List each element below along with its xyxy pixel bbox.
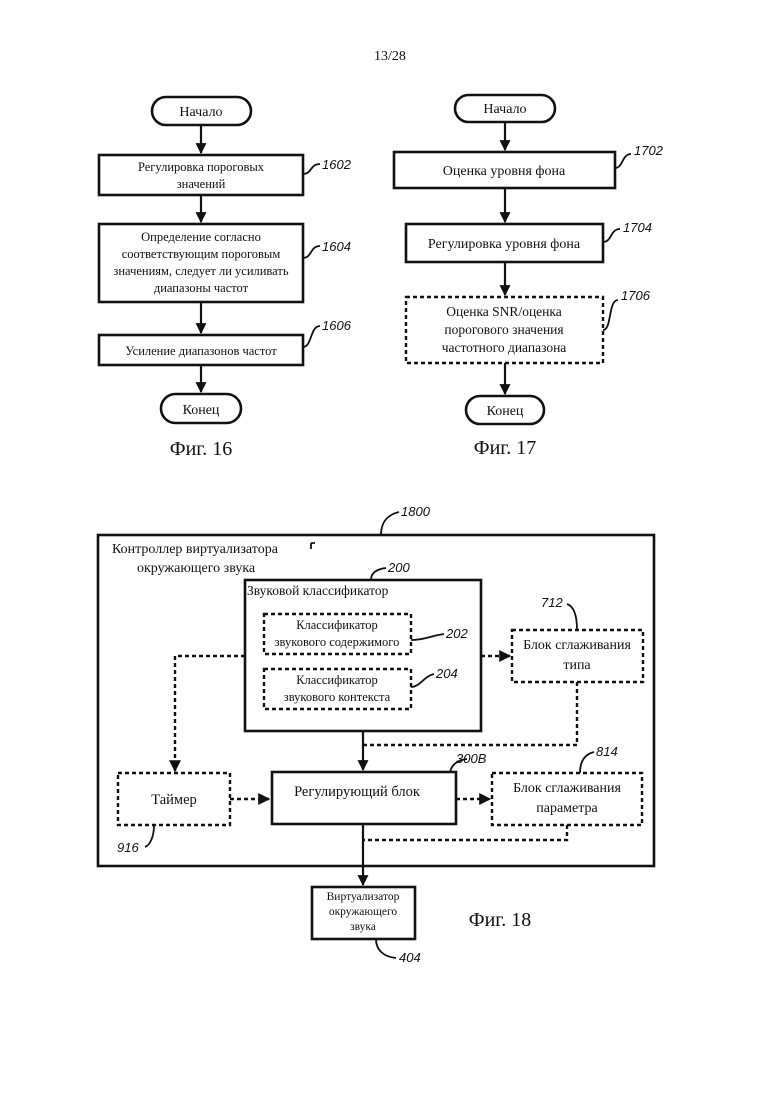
fig16-flowchart: Начало Регулировка пороговых значений 16… bbox=[99, 97, 352, 460]
fig17-start-label: Начало bbox=[483, 102, 526, 117]
fig17-step-1702-line-1: Оценка уровня фона bbox=[443, 164, 566, 179]
fig17-ref-1702-leader bbox=[615, 154, 631, 168]
fig17-step-1706-line-3: частотного диапазона bbox=[442, 340, 567, 355]
fig18-ref-300b: 300B bbox=[456, 751, 487, 766]
fig18-block-diagram: Контроллер виртуализатора окружающего зв… bbox=[98, 504, 654, 965]
page-number: 13/28 bbox=[374, 49, 406, 64]
fig18-ref-1800-leader bbox=[381, 512, 399, 535]
fig18-content-classifier-line-2: звукового содержимого bbox=[275, 635, 400, 649]
fig18-ref-712: 712 bbox=[541, 595, 563, 610]
fig18-param-smoothing-line-2: параметра bbox=[536, 801, 598, 816]
fig18-ref-404-leader bbox=[376, 939, 396, 958]
fig18-ref-200: 200 bbox=[387, 560, 410, 575]
fig18-context-classifier-line-1: Классификатор bbox=[296, 673, 378, 687]
fig16-ref-1606-leader bbox=[303, 326, 320, 347]
fig16-start-label: Начало bbox=[179, 105, 222, 120]
fig16-ref-1602-leader bbox=[303, 164, 320, 174]
fig18-virtualizer-line-3: звука bbox=[350, 921, 376, 933]
fig16-step-1602-line-1: Регулировка пороговых bbox=[138, 160, 265, 174]
fig16-step-1602-line-2: значений bbox=[177, 177, 226, 191]
fig17-caption: Фиг. 17 bbox=[474, 437, 536, 459]
fig18-controller-line-1: Контроллер виртуализатора bbox=[112, 542, 279, 557]
fig17-step-1704-line-1: Регулировка уровня фона bbox=[428, 237, 581, 252]
fig17-ref-1706-leader bbox=[603, 300, 618, 330]
fig17-ref-1704: 1704 bbox=[623, 220, 652, 235]
fig17-step-1706-line-1: Оценка SNR/оценка bbox=[446, 304, 561, 319]
fig16-step-1604-line-4: диапазоны частот bbox=[154, 281, 249, 295]
fig18-type-smoothing-line-1: Блок сглаживания bbox=[523, 638, 631, 653]
fig16-ref-1602: 1602 bbox=[322, 157, 352, 172]
fig16-ref-1604-leader bbox=[303, 246, 320, 258]
fig17-end-label: Конец bbox=[487, 404, 524, 419]
fig17-ref-1704-leader bbox=[603, 229, 620, 242]
fig18-ref-1800: 1800 bbox=[401, 504, 431, 519]
fig16-ref-1604: 1604 bbox=[322, 239, 351, 254]
fig17-flowchart: Начало Оценка уровня фона 1702 Регулиров… bbox=[394, 95, 664, 459]
fig17-step-1706-line-2: порогового значения bbox=[444, 322, 563, 337]
fig18-context-classifier-line-2: звукового контекста bbox=[284, 690, 391, 704]
fig16-step-1604-line-2: соответствующим пороговым bbox=[122, 247, 281, 261]
fig18-ref-202: 202 bbox=[445, 626, 468, 641]
fig16-step-1606-line-1: Усиление диапазонов частот bbox=[125, 344, 277, 358]
fig16-step-1604-line-1: Определение согласно bbox=[141, 230, 261, 244]
fig17-ref-1706: 1706 bbox=[621, 288, 651, 303]
fig18-controller-line-2: окружающего звука bbox=[137, 561, 256, 576]
fig18-virtualizer-line-2: окружающего bbox=[329, 906, 398, 918]
fig18-adjusting-unit-label: Регулирующий блок bbox=[294, 784, 421, 800]
fig18-classifier-label: Звуковой классификатор bbox=[247, 583, 389, 598]
fig18-ref-204: 204 bbox=[435, 666, 458, 681]
fig18-ref-814: 814 bbox=[596, 744, 618, 759]
fig18-timer-label: Таймер bbox=[151, 792, 197, 808]
fig18-virtualizer-line-1: Виртуализатор bbox=[327, 891, 400, 903]
fig16-ref-1606: 1606 bbox=[322, 318, 352, 333]
fig18-caption: Фиг. 18 bbox=[469, 909, 531, 931]
fig17-ref-1702: 1702 bbox=[634, 143, 664, 158]
fig16-end-label: Конец bbox=[183, 403, 220, 418]
fig16-step-1604-line-3: значениям, следует ли усиливать bbox=[113, 264, 288, 278]
fig18-content-classifier-line-1: Классификатор bbox=[296, 618, 378, 632]
fig18-param-smoothing-line-1: Блок сглаживания bbox=[513, 781, 621, 796]
fig16-caption: Фиг. 16 bbox=[170, 438, 232, 460]
fig18-type-smoothing-line-2: типа bbox=[563, 658, 591, 673]
fig18-ref-916: 916 bbox=[117, 840, 139, 855]
fig18-ref-404: 404 bbox=[399, 950, 421, 965]
